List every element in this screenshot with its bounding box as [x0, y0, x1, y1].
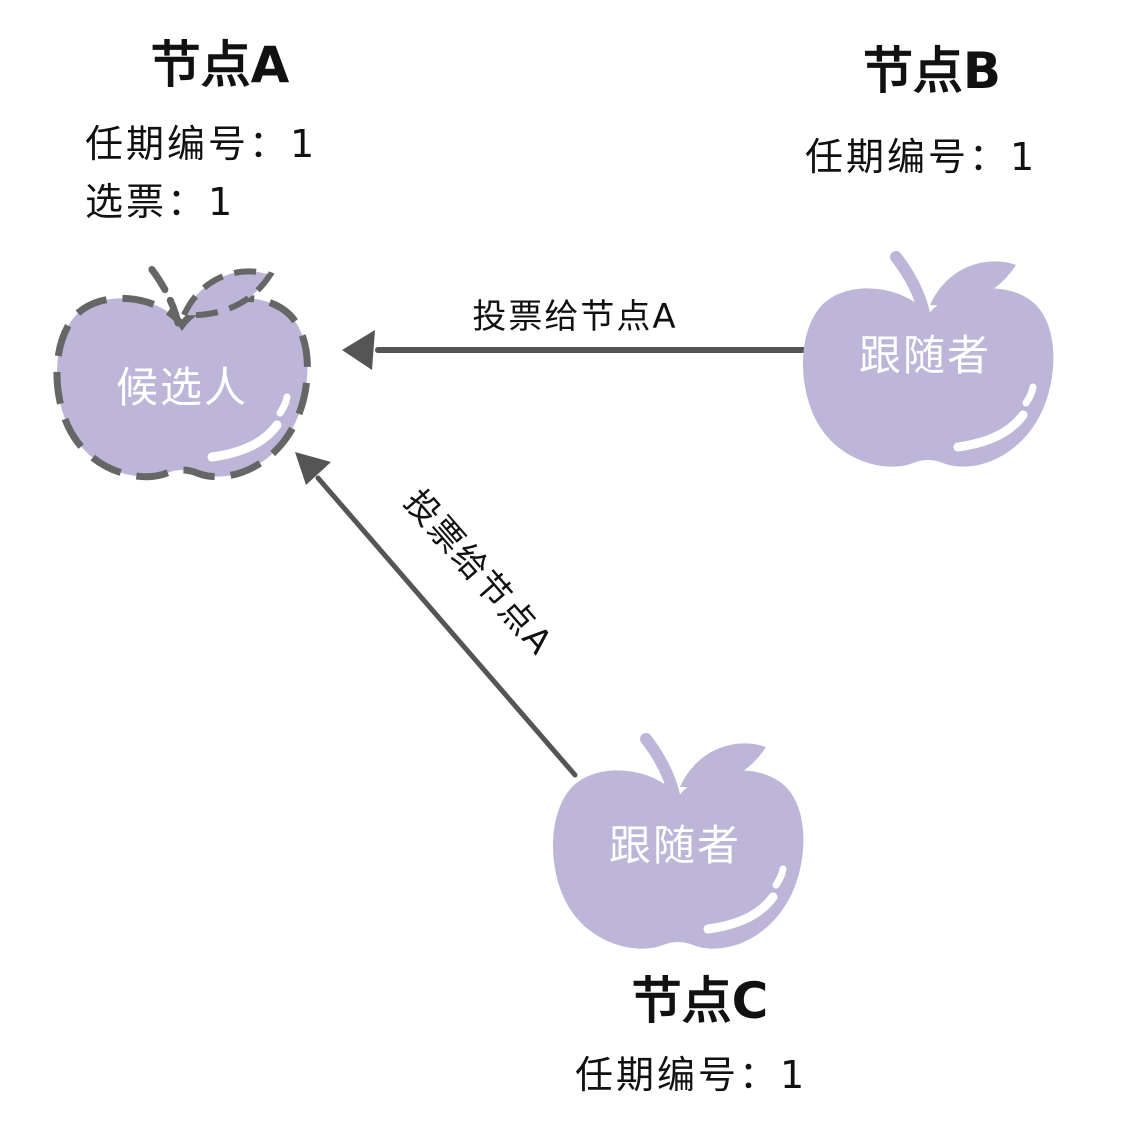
node-b-term: 任期编号：1 [805, 135, 1037, 179]
node-a: 节点A 任期编号：1 选票：1 候选人 [57, 36, 317, 477]
edge-c-to-a-line [315, 475, 578, 778]
node-c-title: 节点C [632, 972, 769, 1030]
edge-b-to-a-label: 投票给节点A [472, 297, 677, 337]
edge-c-to-a-label: 投票给节点A [396, 482, 561, 663]
node-a-shine-dot [276, 393, 291, 417]
node-b-shine [953, 410, 1028, 452]
node-a-term: 任期编号：1 [85, 122, 317, 166]
node-c-role: 跟随者 [609, 821, 741, 870]
node-b-apple [803, 257, 1054, 467]
node-b-role: 跟随者 [859, 331, 991, 380]
node-a-apple [57, 267, 307, 477]
edge-c-to-a: 投票给节点A [295, 452, 578, 778]
node-a-role: 候选人 [116, 363, 248, 412]
edge-c-to-a-arrowhead [295, 452, 331, 485]
node-c-apple [553, 739, 804, 949]
edge-b-to-a-arrowhead [342, 330, 375, 370]
node-b: 节点B 任期编号：1 跟随者 [803, 42, 1054, 467]
node-c: 跟随者 节点C 任期编号：1 [553, 739, 807, 1097]
edge-b-to-a: 投票给节点A [342, 297, 808, 370]
node-c-term: 任期编号：1 [575, 1053, 807, 1097]
node-b-shine-dot [1022, 383, 1037, 407]
node-c-shine [703, 892, 778, 934]
node-a-title: 节点A [151, 36, 290, 94]
node-c-shine-dot [772, 865, 787, 889]
node-a-shine [207, 420, 282, 462]
node-a-votes: 选票：1 [85, 180, 235, 224]
node-b-title: 节点B [863, 42, 1001, 100]
